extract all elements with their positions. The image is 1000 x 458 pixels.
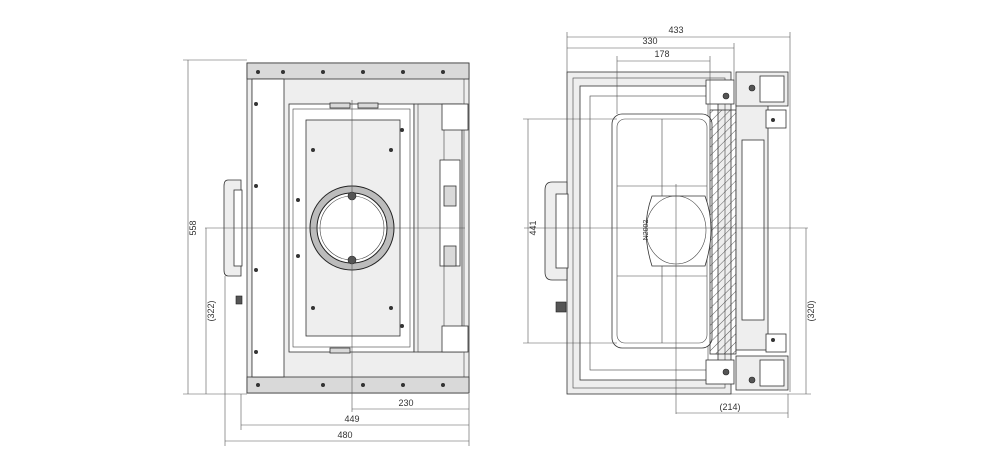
dim-front-width-offset: 230 xyxy=(398,398,413,408)
dim-side-depth-offset: (214) xyxy=(719,402,740,412)
dim-side-width-inner: 330 xyxy=(642,36,657,46)
dim-front-height-center: (322) xyxy=(206,300,216,321)
side-cylinder-outlet xyxy=(645,195,712,267)
side-hatched-section xyxy=(709,109,737,355)
dim-front-width-body: 449 xyxy=(344,414,359,424)
side-part-label: N2002 xyxy=(643,220,650,241)
dim-side-width-total: 433 xyxy=(668,25,683,35)
dim-side-height-glass: 441 xyxy=(528,220,538,235)
front-view: 558 (322) 230 449 480 xyxy=(183,59,470,446)
dim-front-height-total: 558 xyxy=(188,220,198,235)
dim-side-width-glass: 178 xyxy=(654,49,669,59)
dim-side-height-center: (320) xyxy=(806,300,816,321)
front-bottom-rail xyxy=(246,376,470,394)
front-top-rail xyxy=(246,62,470,80)
dim-front-width-total: 480 xyxy=(337,430,352,440)
side-view: N2002 433 330 178 xyxy=(523,25,816,418)
